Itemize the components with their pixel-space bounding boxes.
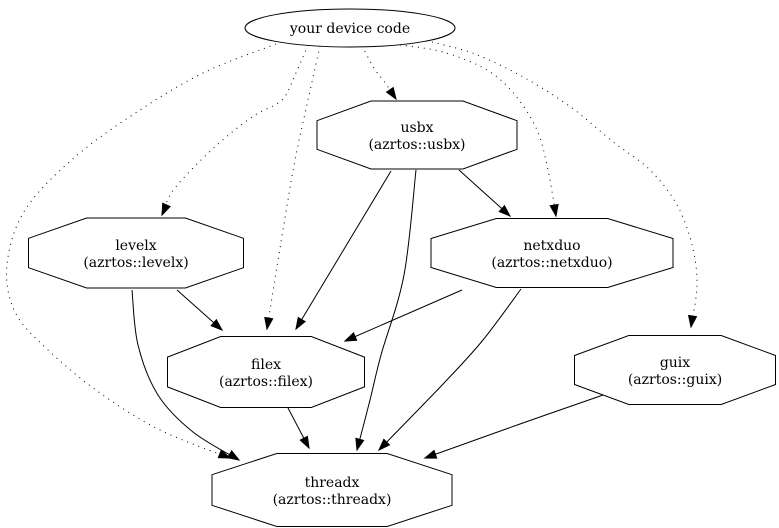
edge-netxduo-threadx-arrowhead xyxy=(377,438,391,452)
edge-levelx-threadx xyxy=(131,289,240,461)
node-levelx-sublabel: (azrtos::levelx) xyxy=(83,255,188,271)
node-device-ellipse-shape xyxy=(244,8,456,48)
edge-usbx-filex-arrowhead xyxy=(295,316,306,331)
edge-usbx-threadx xyxy=(356,169,417,451)
edge-usbx-netxduo-arrowhead xyxy=(498,204,512,217)
node-guix-label: guix xyxy=(660,355,690,371)
node-usbx-label: usbx xyxy=(400,120,433,136)
node-levelx-octagon-shape xyxy=(28,217,244,289)
node-threadx-octagon-shape xyxy=(211,453,453,527)
node-guix: guix(azrtos::guix) xyxy=(574,335,776,405)
edge-netxduo-filex xyxy=(344,289,463,342)
edge-device-levelx-arrowhead xyxy=(161,202,171,217)
node-device: your device code xyxy=(244,8,456,48)
edge-guix-threadx-arrowhead xyxy=(423,449,438,459)
node-usbx-octagon-shape xyxy=(316,100,518,170)
edge-device-filex xyxy=(266,45,321,330)
edge-device-guix-arrowhead xyxy=(687,314,698,329)
node-filex-sublabel: (azrtos::filex) xyxy=(219,374,313,390)
edge-device-levelx xyxy=(161,44,309,216)
node-levelx-label: levelx xyxy=(115,238,156,254)
edge-netxduo-filex-arrowhead xyxy=(343,332,358,342)
edge-device-usbx-arrowhead xyxy=(385,86,397,101)
node-netxduo-sublabel: (azrtos::netxduo) xyxy=(491,255,612,271)
edge-netxduo-threadx xyxy=(378,288,522,451)
node-filex-octagon-shape xyxy=(167,336,365,408)
node-netxduo-label: netxduo xyxy=(523,238,580,254)
node-netxduo-octagon-shape xyxy=(430,218,674,288)
node-filex-label: filex xyxy=(251,357,281,373)
node-guix-octagon-shape xyxy=(574,335,776,405)
node-threadx-sublabel: (azrtos::threadx) xyxy=(273,492,392,508)
edge-device-netxduo-arrowhead xyxy=(549,203,559,218)
edge-guix-threadx xyxy=(424,393,607,459)
node-usbx: usbx(azrtos::usbx) xyxy=(316,100,518,170)
node-device-label: your device code xyxy=(289,21,410,37)
node-threadx: threadx(azrtos::threadx) xyxy=(211,453,453,527)
node-guix-sublabel: (azrtos::guix) xyxy=(628,372,722,388)
edge-usbx-threadx-arrowhead xyxy=(355,437,365,452)
node-levelx: levelx(azrtos::levelx) xyxy=(28,217,244,289)
node-threadx-label: threadx xyxy=(305,475,360,491)
edge-usbx-filex xyxy=(295,170,392,330)
edge-device-threadx-arrowhead xyxy=(217,449,232,459)
edge-device-filex-arrowhead xyxy=(264,316,274,331)
edge-levelx-threadx-arrowhead xyxy=(226,450,241,461)
node-usbx-sublabel: (azrtos::usbx) xyxy=(368,137,465,153)
node-netxduo: netxduo(azrtos::netxduo) xyxy=(430,218,674,288)
edge-levelx-filex-arrowhead xyxy=(210,318,224,331)
node-filex: filex(azrtos::filex) xyxy=(167,336,365,408)
edge-filex-threadx-arrowhead xyxy=(299,435,310,450)
